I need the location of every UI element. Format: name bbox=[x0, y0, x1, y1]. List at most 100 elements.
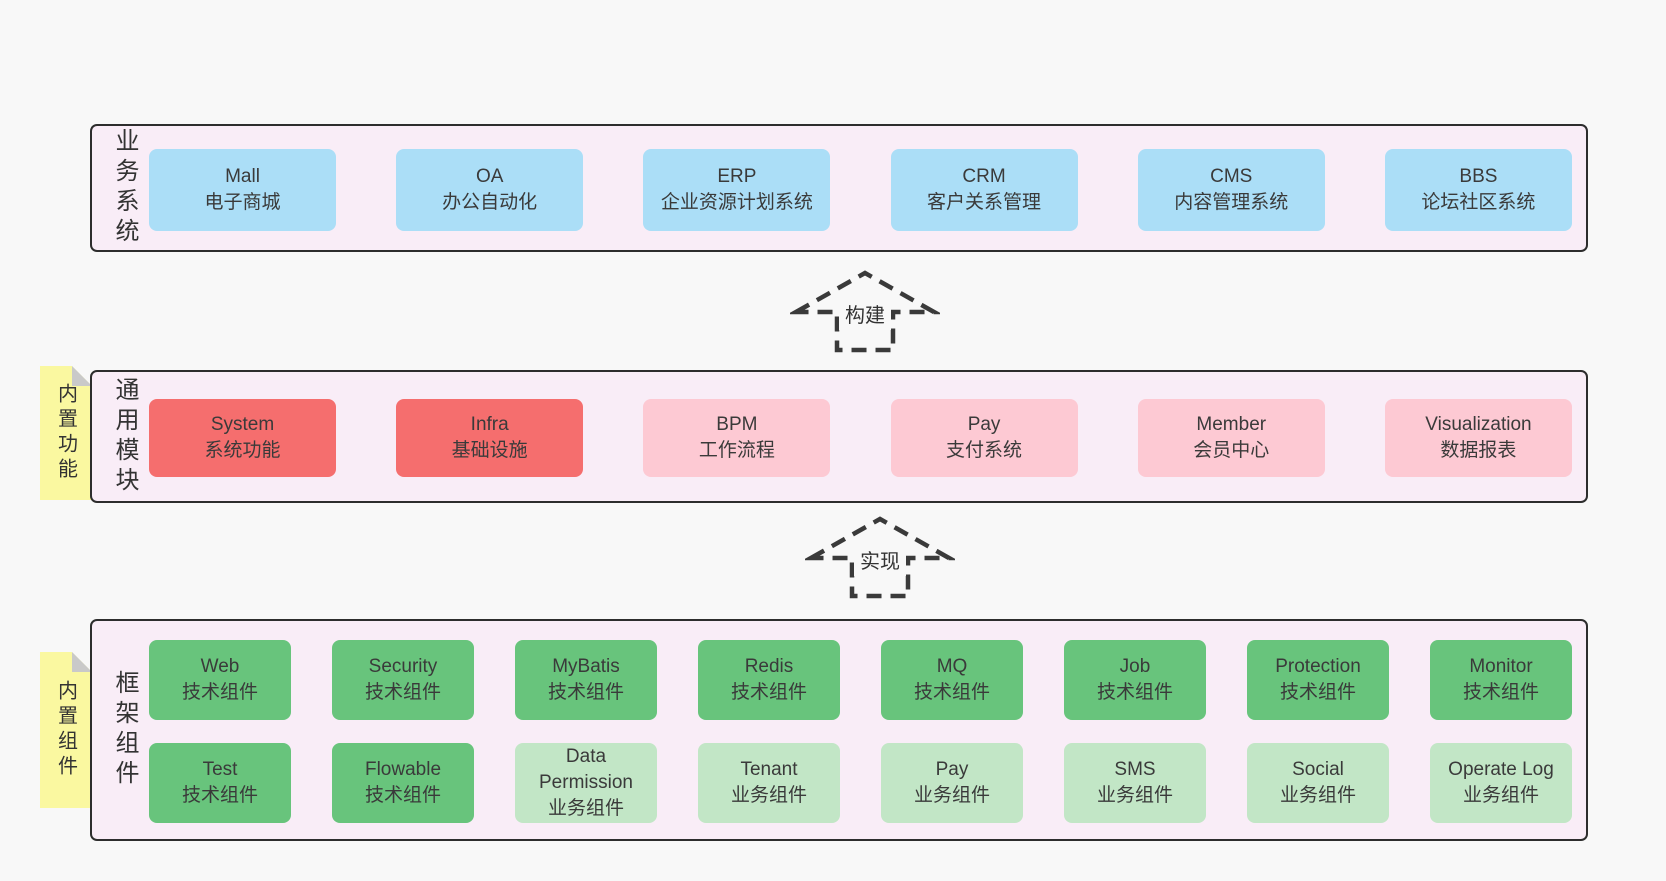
biz-components-row: Test 技术组件 Flowable 技术组件 Data Permission … bbox=[149, 743, 1572, 823]
card-title: Job bbox=[1119, 655, 1151, 677]
card-bbs: BBS 论坛社区系统 bbox=[1384, 149, 1572, 231]
card-subtitle: 基础设施 bbox=[451, 440, 528, 461]
card-job: Job 技术组件 bbox=[1064, 640, 1206, 720]
arrow-label: 实现 bbox=[860, 550, 900, 573]
card-operate-log: Operate Log 业务组件 bbox=[1430, 743, 1572, 823]
card-visualization: Visualization 数据报表 bbox=[1384, 399, 1572, 477]
card-subtitle: 技术组件 bbox=[181, 682, 258, 703]
card-title: ERP bbox=[717, 165, 757, 187]
card-subtitle: 技术组件 bbox=[547, 682, 624, 703]
card-title: CMS bbox=[1210, 165, 1253, 187]
card-title: CRM bbox=[962, 165, 1006, 187]
framework-components-panel: 框架组件 Web 技术组件 Security 技术组件 MyBatis 技术组件… bbox=[90, 619, 1588, 841]
built-in-components-tab-label: 内置组件 bbox=[54, 680, 77, 780]
card-title: Pay bbox=[935, 758, 969, 780]
arrow-label: 构建 bbox=[845, 304, 885, 327]
card-title: Mall bbox=[225, 165, 260, 187]
card-mybatis: MyBatis 技术组件 bbox=[515, 640, 657, 720]
card-subtitle: 技术组件 bbox=[1462, 682, 1539, 703]
tech-components-row: Web 技术组件 Security 技术组件 MyBatis 技术组件 Redi… bbox=[149, 640, 1572, 720]
card-subtitle: 技术组件 bbox=[913, 682, 990, 703]
card-title: Redis bbox=[744, 655, 794, 677]
card-title: Pay bbox=[967, 413, 1001, 435]
card-subtitle: 客户关系管理 bbox=[927, 192, 1042, 213]
card-security: Security 技术组件 bbox=[332, 640, 474, 720]
common-modules-panel: 通用模块 System 系统功能 Infra 基础设施 BPM 工作流程 Pay… bbox=[90, 370, 1588, 503]
card-oa: OA 办公自动化 bbox=[396, 149, 584, 231]
business-systems-row: Mall 电子商城 OA 办公自动化 ERP 企业资源计划系统 CRM 客户关系… bbox=[149, 149, 1572, 231]
card-subtitle: 论坛社区系统 bbox=[1421, 192, 1536, 213]
card-subtitle: 业务组件 bbox=[1096, 785, 1173, 806]
common-modules-label: 通用模块 bbox=[111, 376, 138, 497]
card-infra: Infra 基础设施 bbox=[396, 399, 584, 477]
card-title: Monitor bbox=[1469, 655, 1533, 677]
card-sms: SMS 业务组件 bbox=[1064, 743, 1206, 823]
card-monitor: Monitor 技术组件 bbox=[1430, 640, 1572, 720]
arrow-label-bg bbox=[854, 542, 906, 576]
card-mall: Mall 电子商城 bbox=[149, 149, 336, 231]
card-title: SMS bbox=[1114, 758, 1156, 780]
card-title: Web bbox=[200, 655, 240, 677]
card-title: Operate Log bbox=[1448, 758, 1554, 780]
card-system: System 系统功能 bbox=[149, 399, 336, 477]
card-subtitle: 技术组件 bbox=[364, 785, 441, 806]
card-subtitle: 技术组件 bbox=[1096, 682, 1173, 703]
card-subtitle: 技术组件 bbox=[364, 682, 441, 703]
card-tenant: Tenant 业务组件 bbox=[698, 743, 840, 823]
card-data-permission: Data Permission 业务组件 bbox=[515, 743, 657, 823]
arrow-outline bbox=[805, 516, 955, 599]
card-bpm: BPM 工作流程 bbox=[643, 399, 831, 477]
card-protection: Protection 技术组件 bbox=[1247, 640, 1389, 720]
card-title: Member bbox=[1196, 413, 1267, 435]
card-pay: Pay 支付系统 bbox=[890, 399, 1078, 477]
card-title: Security bbox=[368, 655, 438, 677]
card-subtitle: 业务组件 bbox=[547, 798, 624, 820]
card-cms: CMS 内容管理系统 bbox=[1137, 149, 1325, 231]
card-subtitle: 业务组件 bbox=[913, 785, 990, 806]
card-subtitle: 业务组件 bbox=[1279, 785, 1356, 806]
card-title: Flowable bbox=[364, 758, 442, 780]
card-subtitle: 内容管理系统 bbox=[1174, 192, 1289, 213]
arrow-outline bbox=[790, 270, 940, 353]
card-title: Protection bbox=[1275, 655, 1361, 677]
card-subtitle: 会员中心 bbox=[1193, 440, 1270, 461]
card-title: Infra bbox=[470, 413, 509, 435]
build-arrow: 构建 bbox=[790, 270, 940, 353]
card-subtitle: 办公自动化 bbox=[442, 192, 538, 213]
card-mq: MQ 技术组件 bbox=[881, 640, 1023, 720]
card-social: Social 业务组件 bbox=[1247, 743, 1389, 823]
card-subtitle: 支付系统 bbox=[946, 440, 1023, 461]
common-modules-row: System 系统功能 Infra 基础设施 BPM 工作流程 Pay 支付系统… bbox=[149, 399, 1572, 477]
card-title: Test bbox=[202, 758, 238, 780]
built-in-features-tab: 内置功能 bbox=[40, 366, 92, 500]
card-redis: Redis 技术组件 bbox=[698, 640, 840, 720]
card-subtitle: 业务组件 bbox=[1462, 785, 1539, 806]
card-title: BBS bbox=[1459, 165, 1498, 187]
built-in-components-tab: 内置组件 bbox=[40, 652, 92, 808]
built-in-features-tab-label: 内置功能 bbox=[54, 383, 77, 483]
card-web: Web 技术组件 bbox=[149, 640, 291, 720]
card-subtitle: 技术组件 bbox=[1279, 682, 1356, 703]
card-title: MyBatis bbox=[552, 655, 620, 677]
framework-components-label: 框架组件 bbox=[111, 670, 138, 790]
card-pay-biz: Pay 业务组件 bbox=[881, 743, 1023, 823]
card-title: Data Permission bbox=[539, 745, 633, 793]
card-subtitle: 电子商城 bbox=[204, 192, 281, 213]
card-title: Tenant bbox=[740, 758, 798, 780]
card-subtitle: 业务组件 bbox=[730, 785, 807, 806]
card-erp: ERP 企业资源计划系统 bbox=[643, 149, 831, 231]
card-title: System bbox=[210, 413, 275, 435]
implement-arrow: 实现 bbox=[805, 516, 955, 599]
card-member: Member 会员中心 bbox=[1137, 399, 1325, 477]
card-subtitle: 技术组件 bbox=[730, 682, 807, 703]
card-title: MQ bbox=[936, 655, 968, 677]
card-subtitle: 企业资源计划系统 bbox=[660, 192, 813, 213]
business-systems-panel: 业务系统 Mall 电子商城 OA 办公自动化 ERP 企业资源计划系统 CRM… bbox=[90, 124, 1588, 252]
card-crm: CRM 客户关系管理 bbox=[890, 149, 1078, 231]
card-subtitle: 数据报表 bbox=[1440, 440, 1517, 461]
card-title: OA bbox=[475, 165, 504, 187]
card-title: BPM bbox=[716, 413, 758, 435]
arrow-label-bg bbox=[839, 296, 891, 330]
card-subtitle: 技术组件 bbox=[181, 785, 258, 806]
